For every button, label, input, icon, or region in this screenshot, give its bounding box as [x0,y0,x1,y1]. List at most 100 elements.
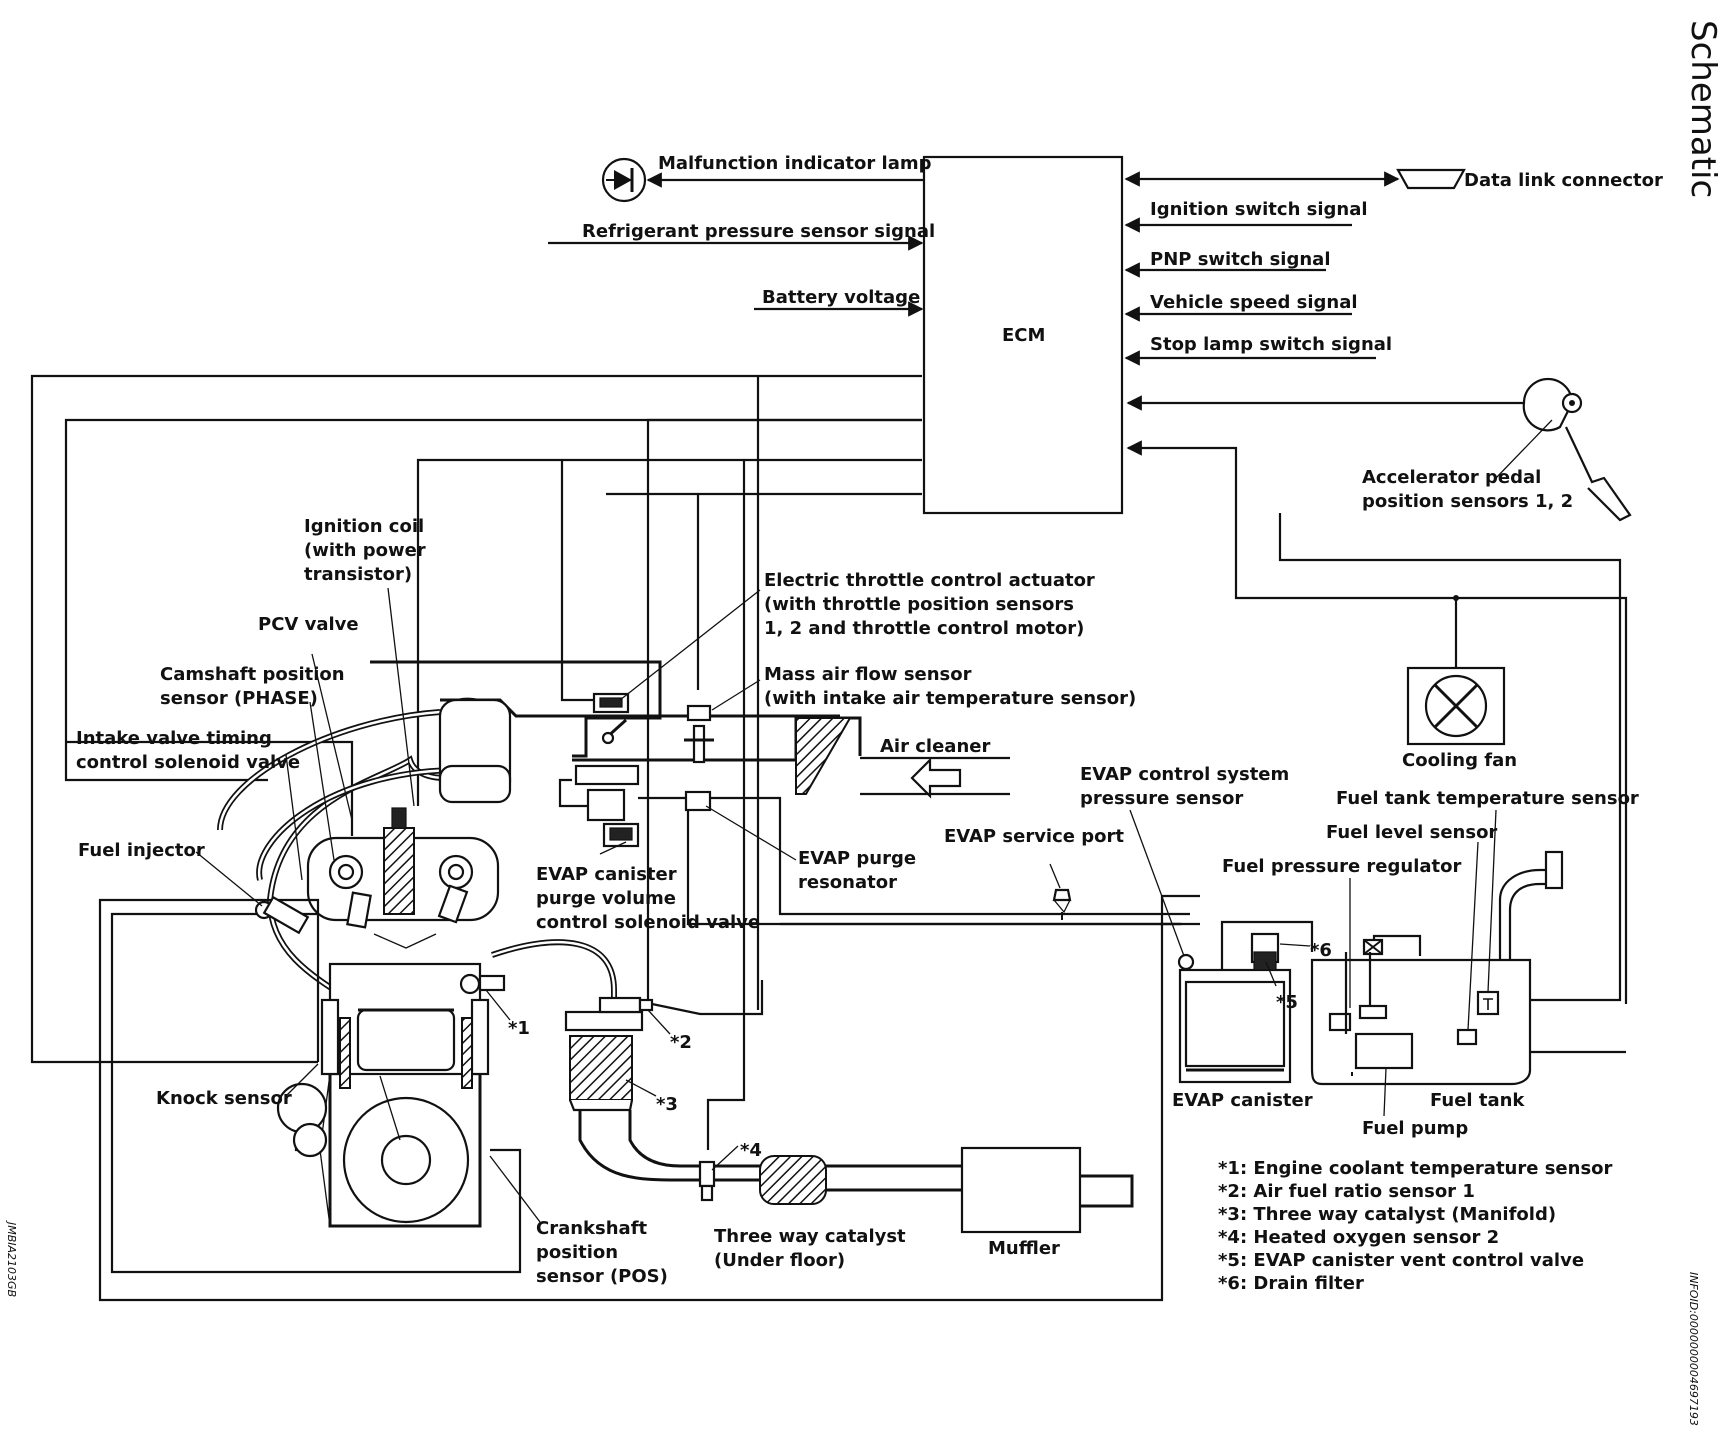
coolant-temp-sensor-icon [459,973,506,995]
accel-pedal-leader [1495,419,1553,479]
legend-item: *4: Heated oxygen sensor 2 [1218,1227,1499,1248]
evap-canister-vent [1220,920,1314,970]
crankshaft-label-3: sensor (POS) [536,1266,668,1287]
mil-label: Malfunction indicator lamp [658,153,932,174]
info-id-code: INFOID:0000000004697193 [1687,1272,1700,1426]
evap-purge-valve-label-1: EVAP canister [536,864,677,885]
cooling-fan-label: Cooling fan [1402,750,1517,771]
intake-duct [370,660,662,758]
leader-fuel-pump [1383,1067,1387,1117]
throttle-actuator-icon [592,692,630,745]
exhaust-pipe-mid [578,1110,760,1182]
pnp-label: PNP switch signal [1150,249,1330,270]
cam-wire [66,740,354,836]
throttle-wire-a [416,458,922,806]
af-sensor-wire [651,980,764,1016]
maf-label-2: (with intake air temperature sensor) [764,688,1136,709]
leader-pcv [311,653,353,821]
throttle-label-1: Electric throttle control actuator [764,570,1095,591]
leader-ignition-coil [387,587,415,807]
ignition-coil-label-2: (with power [304,540,426,561]
evap-purge-valve-icon [574,764,640,848]
manifold-catalyst-body [568,1099,634,1112]
evap-service-label: EVAP service port [944,826,1124,847]
evap-pressure-label-1: EVAP control system [1080,764,1289,785]
leader-m1 [485,989,511,1021]
fuel-pressure-reg-label: Fuel pressure regulator [1222,856,1461,877]
o2-sensor-2-icon [698,1160,716,1202]
maf-label-1: Mass air flow sensor [764,664,972,685]
fuel-tank-temp-label: Fuel tank temperature sensor [1336,788,1639,809]
leader-m4 [711,1145,739,1171]
manifold-flange [564,1010,644,1032]
mil-lamp-icon [601,157,647,203]
main-power-wire [30,374,922,1064]
legend: *1: Engine coolant temperature sensor *2… [1218,1158,1613,1294]
leader-resonator [705,805,797,861]
twc-underfloor-label-2: (Under floor) [714,1250,845,1271]
intake-manifold-arc2-inner [257,768,461,881]
legend-item: *5: EVAP canister vent control valve [1218,1250,1584,1271]
leader-camshaft [309,701,335,861]
camshaft-label-2: sensor (PHASE) [160,688,318,709]
fuel-injector-label: Fuel injector [78,840,205,861]
evap-canister-label: EVAP canister [1172,1090,1313,1111]
ignition-coil-label-1: Ignition coil [304,516,424,537]
twc-underfloor-label-1: Three way catalyst [714,1226,906,1247]
fuel-tank-temp-sensor-icon [1476,990,1500,1016]
pcv-label: PCV valve [258,614,359,635]
muffler-label: Muffler [988,1238,1060,1259]
callout-4: *4 [740,1140,762,1161]
plenum-right [438,764,512,804]
exhaust-pipe-outer-inner [491,940,616,1000]
evap-resonator-label-2: resonator [798,872,897,893]
camshaft-label-1: Camshaft position [160,664,345,685]
ignition-coil-label-3: transistor) [304,564,412,585]
section-heading: Schematic [1683,20,1723,198]
o2-wire [706,460,746,1150]
cooling-fan-icon [1406,666,1506,746]
underfloor-catalyst-icon [759,1155,827,1205]
air-cleaner-body [795,717,852,795]
fuel-pump-icon [1328,1004,1414,1076]
callout-3: *3 [656,1094,678,1115]
fan-wire [1126,440,1628,1004]
leader-m5 [1265,961,1277,987]
crankshaft-label-1: Crankshaft [536,1218,648,1239]
leader-evap-pressure [1129,809,1185,957]
muffler-icon [960,1146,1082,1234]
fuel-level-label: Fuel level sensor [1326,822,1497,843]
engine-harness-loop2 [110,912,522,1274]
ecm-box [922,155,1124,515]
ivt-label-1: Intake valve timing [76,728,272,749]
evap-purge-line2 [688,796,1190,916]
stop-lamp-label: Stop lamp switch signal [1150,334,1392,355]
leader-m6 [1279,943,1311,947]
fuel-tank-valve-icon [1362,938,1384,956]
callout-1: *1 [508,1018,530,1039]
fuel-pump-label: Fuel pump [1362,1118,1468,1139]
fuel-level-sensor-icon [1456,1028,1478,1046]
leader-m3 [625,1079,657,1097]
evap-resonator-label-1: EVAP purge [798,848,916,869]
callout-5: *5 [1276,992,1298,1013]
battery-label: Battery voltage [762,287,920,308]
drain-filter-icon [1250,932,1280,971]
accel-pedal-label-1: Accelerator pedal [1362,467,1541,488]
exhaust-pipe-mid2 [628,1110,760,1168]
exhaust-pipe-rear [826,1164,962,1192]
leader-crankshaft [489,1155,541,1223]
air-cleaner-arrow-icon [910,757,962,799]
af-sensor-icon [598,996,654,1014]
ivt-label-2: control solenoid valve [76,752,300,773]
leader-fuel-tank-temp [1487,809,1497,993]
accel-pedal-label-2: position sensors 1, 2 [1362,491,1573,512]
leader-knock [285,1063,319,1097]
fuel-injector-icon [254,895,310,935]
fuel-tank-sensor-wire [1278,513,1622,1002]
evap-purge-valve-label-3: control solenoid valve [536,912,760,933]
figure-code: JMBIA2103GB [5,1220,18,1297]
refrigerant-label: Refrigerant pressure sensor signal [582,221,935,242]
crankshaft-label-2: position [536,1242,618,1263]
